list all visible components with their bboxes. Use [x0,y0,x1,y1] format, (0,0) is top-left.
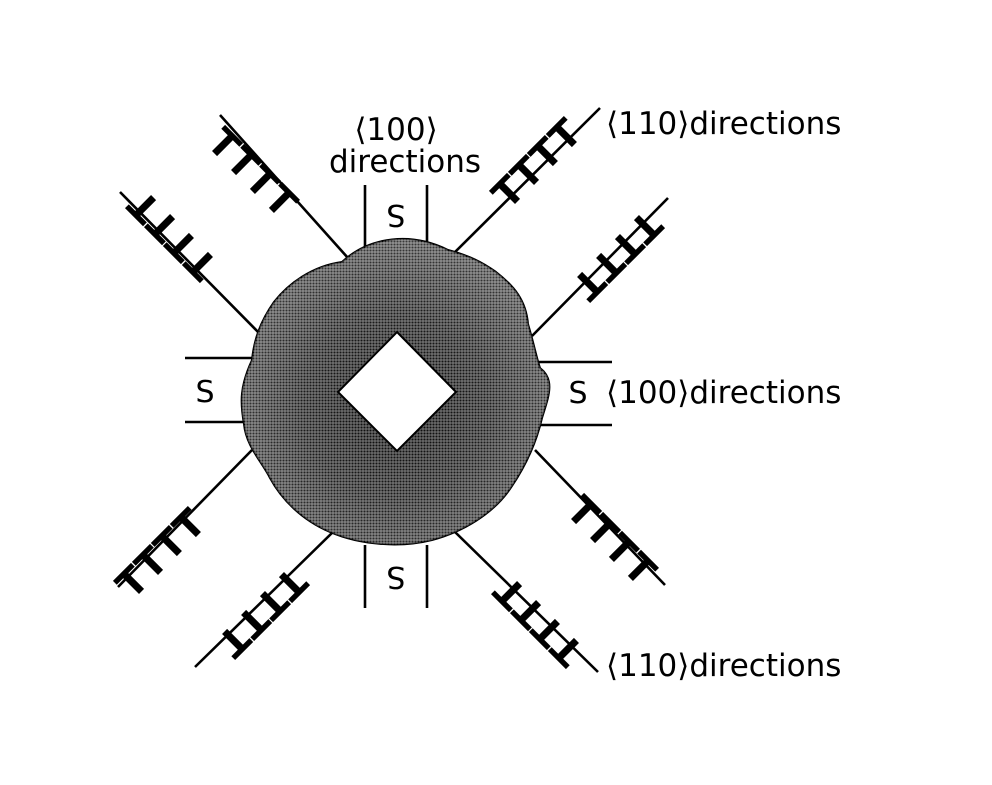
slip-line-upper-left-inner [119,191,265,339]
slip-line-upper-right-inner [531,197,669,337]
label-top-100-line1: ⟨100⟩ [354,112,437,148]
s-mark-bottom: S [386,559,405,594]
t-row-upper-right-outer: TTTT [484,111,590,217]
t-row-lower-right-outer: TTTT [558,488,664,594]
t-row-upper-left-outer: TTTT [199,120,305,226]
t-row-lower-right-inner: TTTT [486,568,592,674]
slip-line-lower-left-outer [117,449,253,588]
t-row-upper-left-inner: TTTT [120,182,226,288]
t-row-lower-left-inner: TTTT [209,559,315,665]
label-top-right-110: ⟨110⟩directions [606,106,841,142]
channel-lines [185,185,612,608]
slip-line-lower-right-inner [454,531,599,673]
slip-line-upper-right-outer [451,107,601,256]
s-mark-right: S [568,376,587,411]
slip-line-lower-right-outer [534,449,666,586]
s-mark-left: S [195,375,214,410]
slip-lines [117,107,669,673]
central-void-square [336,330,458,453]
s-mark-top: S [386,197,405,232]
slip-line-lower-left-inner [194,529,336,668]
label-right-100: ⟨100⟩directions [606,375,841,411]
slip-line-upper-left-outer [219,114,349,259]
label-top-100-line2: directions [329,144,481,180]
label-bottom-right-110: ⟨110⟩directions [606,648,841,684]
t-row-lower-left-outer: TTTT [108,501,214,607]
t-row-upper-right-inner: TTTT [564,202,670,308]
